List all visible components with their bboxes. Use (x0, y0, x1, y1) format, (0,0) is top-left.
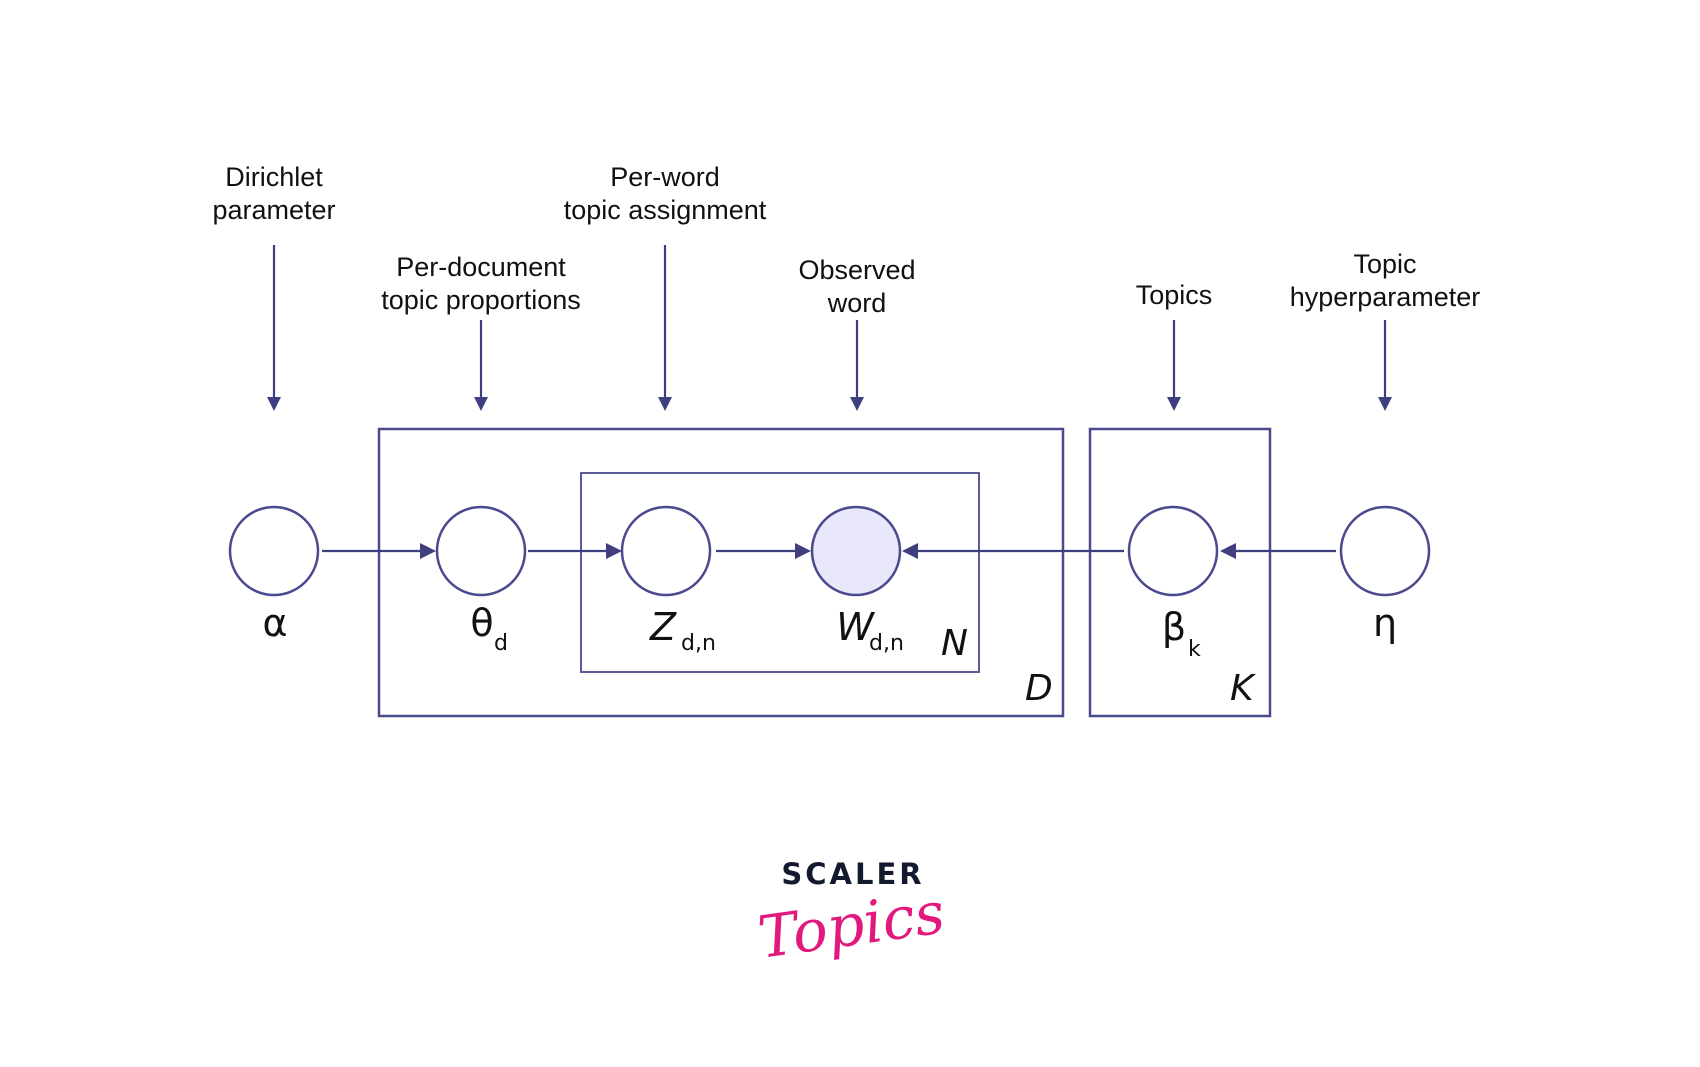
arrowhead-right-icon (420, 543, 436, 559)
arrowhead-left-icon (1220, 543, 1236, 559)
label-line: word (827, 288, 887, 318)
node-w-observed: W d,n (810, 505, 904, 656)
arrowhead-down-icon (1378, 397, 1392, 411)
node-symbol: θ (470, 601, 493, 645)
arrowhead-right-icon (606, 543, 622, 559)
plate-words (580, 472, 980, 673)
label-line: Observed (798, 255, 915, 285)
label-per-document-topic-proportions: Per-document topic proportions (381, 252, 581, 315)
node-alpha: α (228, 505, 320, 645)
edge-theta-z (528, 543, 622, 559)
arrowhead-right-icon (795, 543, 811, 559)
arrowhead-down-icon (267, 397, 281, 411)
node-subscript: d,n (869, 631, 904, 656)
node-circle (435, 505, 527, 597)
label-per-word-topic-assignment: Per-word topic assignment (564, 162, 767, 225)
logo-scaler-text: SCALER (781, 857, 924, 891)
pointer-arrow-dirichlet (267, 245, 281, 411)
arrowhead-left-icon (902, 543, 918, 559)
node-circle (620, 505, 712, 597)
node-beta: β k (1127, 505, 1219, 662)
edge-beta-w (902, 543, 1124, 559)
node-symbol: Z (649, 605, 677, 649)
plate-label-d: D (1025, 668, 1053, 709)
node-subscript: d,n (681, 631, 716, 656)
node-symbol: α (262, 601, 287, 645)
label-line: Per-document (396, 252, 566, 282)
node-symbol: β (1162, 605, 1186, 649)
plate-label-k: K (1230, 668, 1256, 709)
label-line: Per-word (610, 162, 720, 192)
label-line: Dirichlet (225, 162, 323, 192)
arrowhead-down-icon (658, 397, 672, 411)
node-theta: θ d (435, 505, 527, 656)
plate-topics (1088, 427, 1272, 718)
plate-label-n: N (941, 623, 968, 664)
node-eta: η (1339, 505, 1431, 645)
node-subscript: k (1188, 637, 1201, 662)
label-line: topic assignment (564, 195, 767, 225)
pointer-arrow-topic-hyperparameter (1378, 320, 1392, 411)
label-line: hyperparameter (1290, 282, 1481, 312)
edge-z-w (716, 543, 811, 559)
arrowhead-down-icon (474, 397, 488, 411)
pointer-arrow-observed (850, 320, 864, 411)
pointer-arrow-per-word (658, 245, 672, 411)
plate-documents (377, 427, 1065, 718)
arrowhead-down-icon (850, 397, 864, 411)
node-symbol: η (1373, 601, 1397, 645)
node-subscript: d (494, 631, 508, 656)
edge-alpha-theta (322, 543, 436, 559)
pointer-arrow-topics (1167, 320, 1181, 411)
label-dirichlet-parameter: Dirichlet parameter (212, 162, 335, 225)
node-circle-shaded (810, 505, 902, 597)
node-circle (1339, 505, 1431, 597)
node-z: Z d,n (620, 505, 716, 656)
node-circle (228, 505, 320, 597)
label-line: topic proportions (381, 285, 581, 315)
edge-eta-beta (1220, 543, 1336, 559)
node-circle (1127, 505, 1219, 597)
label-line: Topic (1353, 249, 1416, 279)
label-topic-hyperparameter: Topic hyperparameter (1290, 249, 1481, 312)
scaler-topics-logo: SCALER Topics (754, 857, 949, 972)
arrowhead-down-icon (1167, 397, 1181, 411)
logo-topics-text: Topics (754, 878, 949, 971)
label-line: Topics (1136, 280, 1213, 310)
label-observed-word: Observed word (798, 255, 915, 318)
label-topics: Topics (1136, 280, 1213, 310)
label-line: parameter (212, 195, 335, 225)
pointer-arrow-per-document (474, 320, 488, 411)
node-symbol: W (836, 605, 875, 649)
